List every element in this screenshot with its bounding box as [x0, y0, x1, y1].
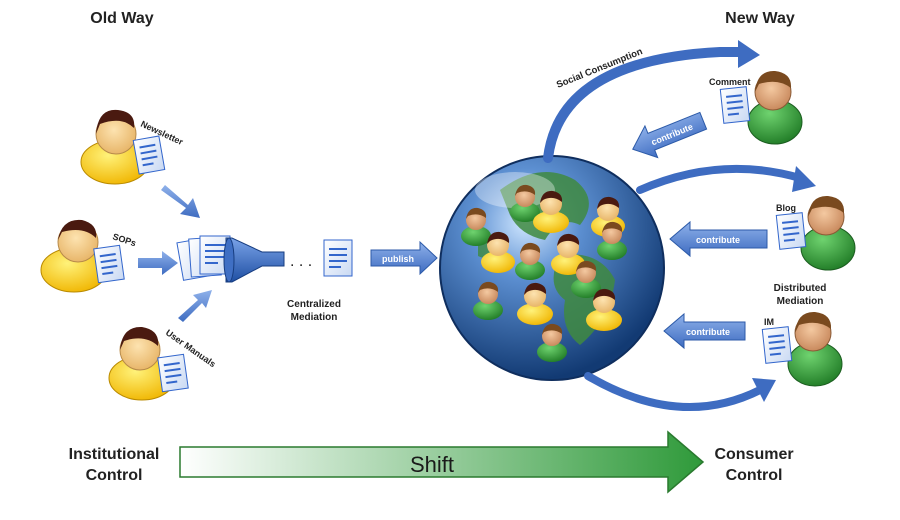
publish-arrow: publish	[370, 240, 438, 276]
newsletter-document-icon	[132, 135, 166, 175]
globe-person-7	[551, 233, 585, 275]
arrow-manuals-to-stack	[178, 290, 212, 322]
centralized-mediation-label-line2: Mediation	[291, 312, 338, 323]
shift-arrow: Shift	[179, 430, 705, 494]
globe-person-10	[473, 281, 503, 320]
globe-to-blog-arrow	[636, 164, 816, 194]
contribute-arrow-im: contribute	[663, 312, 746, 350]
globe-person-13	[537, 323, 567, 362]
person-user-manuals	[108, 326, 176, 401]
new-way-heading: New Way	[725, 10, 795, 27]
contribute-arrow-blog: contribute	[669, 220, 768, 258]
arrow-newsletter-to-stack	[161, 185, 200, 218]
funnel-icon	[223, 237, 285, 283]
published-document-icon	[323, 239, 353, 277]
centralized-mediation-label-line1: Centralized	[287, 299, 341, 310]
consumer-control-line2: Control	[726, 467, 783, 484]
comment-label: Comment	[709, 77, 751, 87]
sops-document-icon	[93, 244, 125, 284]
person-sops	[40, 219, 108, 293]
old-way-heading: Old Way	[90, 10, 154, 27]
ellipsis-dots: . . .	[290, 253, 312, 270]
person-newsletter	[80, 109, 150, 185]
distributed-mediation-label-line2: Mediation	[777, 296, 824, 307]
globe-person-3	[461, 207, 491, 246]
contribute-arrow-comment: contribute	[632, 111, 708, 159]
contribute-label-blog: contribute	[696, 235, 740, 245]
globe-to-im-arrow	[584, 372, 776, 412]
publish-arrow-label: publish	[382, 254, 414, 264]
blog-document-icon	[775, 212, 807, 250]
globe-people	[461, 184, 627, 362]
globe-person-6	[515, 242, 545, 280]
blog-label: Blog	[776, 203, 796, 213]
im-document-icon	[761, 326, 793, 364]
person-comment	[747, 70, 803, 145]
document-stack-icon	[176, 235, 231, 281]
globe-person-2	[533, 190, 569, 233]
social-consumption-arrow	[543, 40, 760, 163]
globe-person-11	[517, 282, 553, 325]
person-im	[787, 311, 843, 387]
contribute-label-im: contribute	[686, 327, 730, 337]
globe-person-1	[510, 184, 540, 222]
institutional-control-line1: Institutional	[69, 446, 160, 463]
institutional-control-line2: Control	[86, 467, 143, 484]
person-blog	[800, 195, 856, 271]
globe-person-8	[597, 221, 627, 260]
globe-person-5	[481, 231, 515, 273]
distributed-mediation-label-line1: Distributed	[774, 283, 827, 294]
user-manuals-document-icon	[157, 353, 189, 393]
shift-label: Shift	[410, 452, 454, 477]
globe-person-9	[571, 260, 601, 298]
comment-document-icon	[719, 86, 751, 124]
arrow-sops-to-stack	[138, 251, 178, 275]
consumer-control-line1: Consumer	[714, 446, 793, 463]
globe-person-12	[586, 288, 622, 331]
im-label: IM	[764, 317, 774, 327]
